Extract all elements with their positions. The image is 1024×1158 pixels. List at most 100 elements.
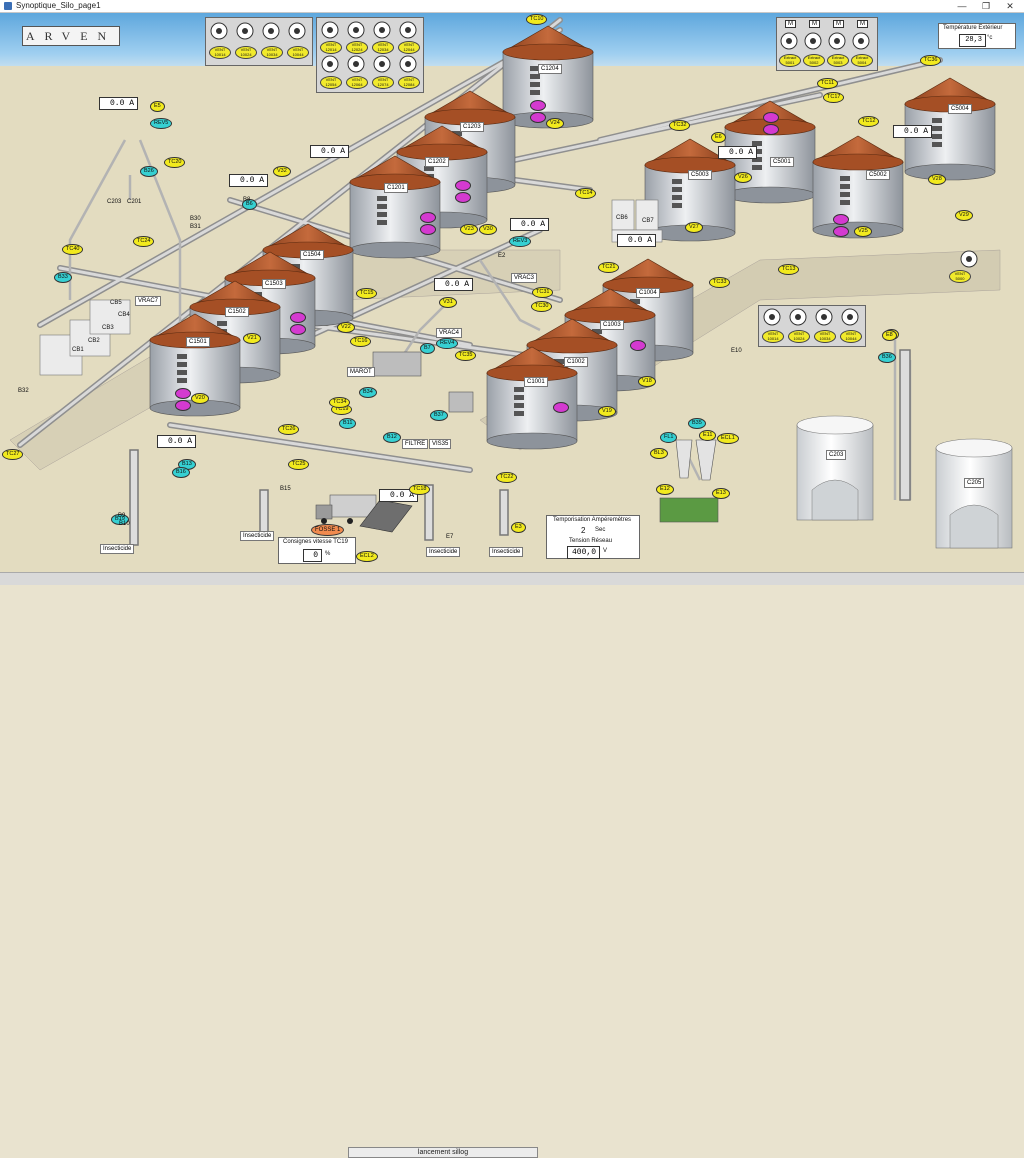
fan-icon[interactable] bbox=[373, 21, 391, 39]
fan-icon[interactable] bbox=[321, 21, 339, 39]
equipment-tag[interactable]: TC35 bbox=[455, 350, 477, 361]
minimize-button[interactable]: — bbox=[957, 1, 967, 11]
fan-icon[interactable] bbox=[841, 308, 859, 326]
sensor-indicator[interactable] bbox=[290, 324, 306, 335]
maximize-button[interactable]: ❐ bbox=[981, 1, 991, 11]
bin-label[interactable]: CB4 bbox=[118, 312, 130, 318]
silo-label[interactable]: C1504 bbox=[300, 250, 324, 260]
bin-label[interactable]: CB7 bbox=[642, 218, 654, 224]
equipment-tag-cyan[interactable]: B11 bbox=[339, 418, 357, 429]
equipment-tag[interactable]: V22 bbox=[337, 322, 355, 333]
equipment-tag[interactable]: TC34 bbox=[329, 397, 351, 408]
equipment-tag[interactable]: TC30 bbox=[531, 301, 553, 312]
bin-label[interactable]: CB1 bbox=[72, 347, 84, 353]
equipment-tag[interactable]: E11 bbox=[699, 430, 717, 441]
insecticide-label[interactable]: Insecticide bbox=[240, 531, 275, 541]
fan-icon[interactable] bbox=[815, 308, 833, 326]
equipment-tag[interactable]: TC18 bbox=[409, 484, 431, 495]
insecticide-label[interactable]: Insecticide bbox=[100, 544, 135, 554]
equipment-tag-cyan[interactable]: B36 bbox=[878, 352, 896, 363]
fosse-pit-label[interactable]: FOSSE 1 bbox=[311, 524, 345, 536]
silo-label[interactable]: C1003 bbox=[600, 320, 624, 330]
sensor-indicator[interactable] bbox=[630, 340, 646, 351]
fan-icon[interactable] bbox=[828, 32, 846, 50]
sensor-indicator[interactable] bbox=[290, 312, 306, 323]
silo-label[interactable]: C5001 bbox=[770, 157, 794, 167]
equipment-tag[interactable]: TC32 bbox=[669, 120, 691, 131]
fan-icon[interactable] bbox=[262, 22, 280, 40]
sensor-indicator[interactable] bbox=[455, 180, 471, 191]
equipment-tag[interactable]: V23 bbox=[460, 224, 478, 235]
equipment-tag-cyan[interactable]: B37 bbox=[430, 410, 448, 421]
silo-label[interactable]: C1202 bbox=[425, 157, 449, 167]
silo-label[interactable]: C1201 bbox=[384, 183, 408, 193]
equipment-tag[interactable]: BL3 bbox=[650, 448, 668, 459]
sensor-indicator[interactable] bbox=[763, 124, 779, 135]
equipment-tag[interactable]: TC33 bbox=[709, 277, 731, 288]
equipment-tag[interactable]: V20 bbox=[191, 393, 209, 404]
silo-label[interactable]: C1004 bbox=[636, 288, 660, 298]
fan-icon[interactable] bbox=[804, 32, 822, 50]
silo-label[interactable]: C1503 bbox=[262, 279, 286, 289]
silo-label[interactable]: C1001 bbox=[524, 377, 548, 387]
silo-label[interactable]: C1204 bbox=[538, 64, 562, 74]
launch-sillog-button[interactable]: lancement sillog bbox=[348, 1147, 538, 1158]
equipment-tag-cyan[interactable]: B34 bbox=[359, 387, 377, 398]
sensor-indicator[interactable] bbox=[175, 400, 191, 411]
equipment-tag[interactable]: V29 bbox=[955, 210, 973, 221]
sensor-indicator[interactable] bbox=[175, 388, 191, 399]
equipment-tag[interactable]: V26 bbox=[734, 172, 752, 183]
fan-icon[interactable] bbox=[347, 21, 365, 39]
equipment-tag[interactable]: TC16 bbox=[350, 336, 372, 347]
equipment-tag-cyan[interactable]: B6 bbox=[242, 199, 257, 210]
equipment-tag[interactable]: TC31 bbox=[532, 287, 554, 298]
equipment-tag[interactable]: E5 bbox=[150, 101, 165, 112]
equipment-tag[interactable]: TC11 bbox=[817, 78, 839, 89]
silo-label[interactable]: C5004 bbox=[948, 104, 972, 114]
equipment-tag-cyan[interactable]: B33 bbox=[54, 272, 72, 283]
equipment-tag[interactable]: ECL1 bbox=[717, 433, 739, 444]
sensor-indicator[interactable] bbox=[420, 212, 436, 223]
silo-label[interactable]: C5003 bbox=[688, 170, 712, 180]
fan-icon[interactable] bbox=[399, 55, 417, 73]
equipment-tag[interactable]: E3 bbox=[511, 522, 526, 533]
silo-label[interactable]: C1203 bbox=[460, 122, 484, 132]
silo-label[interactable]: C1501 bbox=[186, 337, 210, 347]
fan-icon[interactable] bbox=[210, 22, 228, 40]
silo-label[interactable]: C1002 bbox=[564, 357, 588, 367]
tank-label[interactable]: C203 bbox=[826, 450, 847, 460]
sensor-indicator[interactable] bbox=[833, 226, 849, 237]
close-button[interactable]: ✕ bbox=[1006, 1, 1014, 11]
fan-icon[interactable] bbox=[321, 55, 339, 73]
equipment-tag-cyan[interactable]: B26 bbox=[140, 166, 158, 177]
equipment-tag[interactable]: TC24 bbox=[133, 236, 155, 247]
equipment-tag[interactable]: E8 bbox=[882, 330, 897, 341]
fan-icon[interactable] bbox=[780, 32, 798, 50]
equipment-tag-cyan[interactable]: B16 bbox=[172, 467, 190, 478]
sensor-indicator[interactable] bbox=[455, 192, 471, 203]
fan-icon[interactable] bbox=[852, 32, 870, 50]
tank-label[interactable]: C205 bbox=[964, 478, 985, 488]
tempo-value[interactable]: 2 bbox=[581, 526, 586, 535]
equipment-tag-cyan[interactable]: B12 bbox=[383, 432, 401, 443]
sensor-indicator[interactable] bbox=[553, 402, 569, 413]
bp-marche-tag[interactable]: ECL2 bbox=[356, 551, 378, 562]
sensor-indicator[interactable] bbox=[530, 112, 546, 123]
equipment-tag[interactable]: TC22 bbox=[496, 472, 518, 483]
fan-icon[interactable] bbox=[763, 308, 781, 326]
silo-label[interactable]: C5002 bbox=[866, 170, 890, 180]
equipment-tag[interactable]: V24 bbox=[546, 118, 564, 129]
equipment-tag[interactable]: TC25 bbox=[288, 459, 310, 470]
equipment-tag-cyan[interactable]: REV3 bbox=[509, 236, 532, 247]
equipment-tag[interactable]: V25 bbox=[854, 226, 872, 237]
equipment-tag[interactable]: TC15 bbox=[356, 288, 378, 299]
sensor-indicator[interactable] bbox=[420, 224, 436, 235]
speed-setpoint-input[interactable]: 0 bbox=[303, 549, 322, 562]
equipment-tag-cyan[interactable]: B7 bbox=[420, 343, 435, 354]
fan-icon[interactable] bbox=[373, 55, 391, 73]
equipment-tag[interactable]: V21 bbox=[243, 333, 261, 344]
bin-label[interactable]: CB6 bbox=[616, 215, 628, 221]
equipment-tag[interactable]: TC14 bbox=[575, 188, 597, 199]
equipment-tag[interactable]: TC36 bbox=[920, 55, 942, 66]
equipment-tag[interactable]: V28 bbox=[928, 174, 946, 185]
